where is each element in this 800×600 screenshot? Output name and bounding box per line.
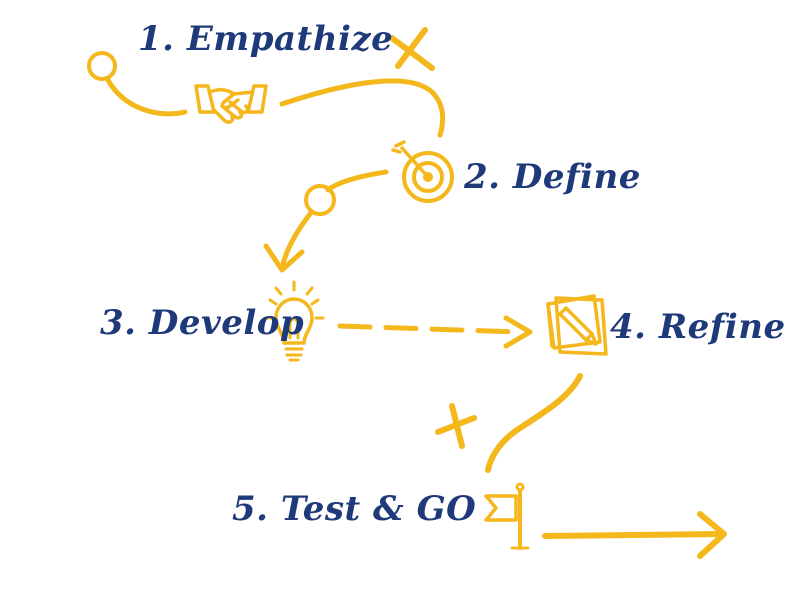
- path-develop-to-refine: [337, 315, 533, 349]
- path-empathize-to-define: [87, 51, 446, 138]
- lightbulb-icon: [263, 280, 325, 362]
- step-5-label: 5. Test & GO: [232, 489, 477, 529]
- step-2-label: 2. Define: [464, 157, 641, 197]
- note-pencil-icon: [546, 294, 608, 356]
- path-define-to-develop: [263, 169, 389, 273]
- path-refine-to-test: [485, 373, 583, 473]
- step-1-label: 1. Empathize: [138, 19, 394, 59]
- cross-mark-top: [389, 27, 435, 71]
- cross-mark-middle: [435, 403, 477, 449]
- handshake-icon: [194, 84, 268, 124]
- final-arrow: [542, 511, 727, 559]
- target-icon: [391, 140, 454, 203]
- flag-icon: [484, 482, 530, 550]
- step-3-label: 3. Develop: [100, 303, 305, 343]
- step-4-label: 4. Refine: [610, 307, 786, 347]
